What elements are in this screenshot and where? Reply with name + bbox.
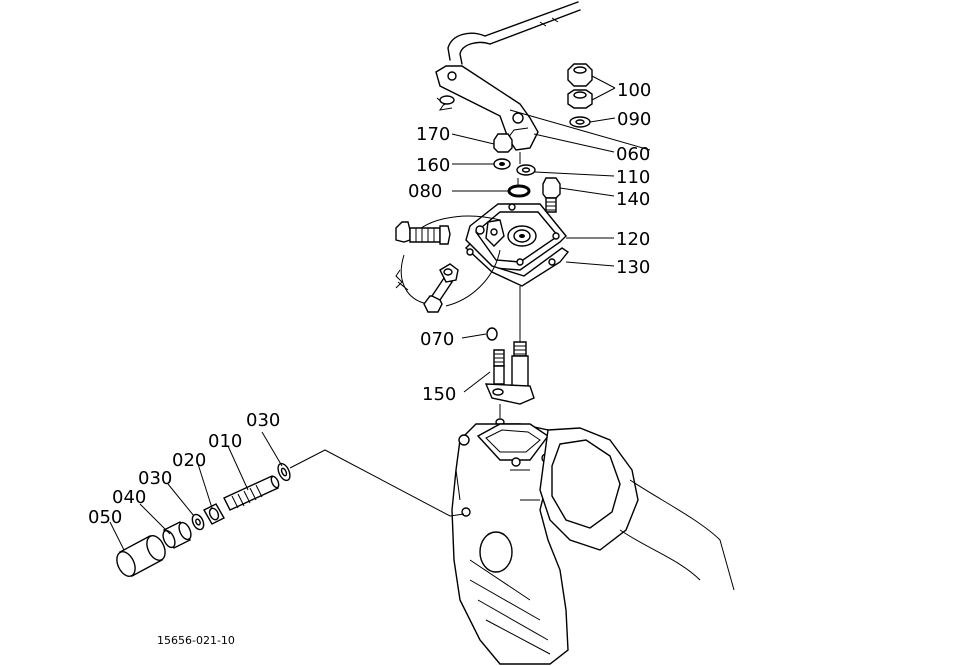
label-part-020: 020 <box>172 450 206 471</box>
label-part-150: 150 <box>422 384 456 405</box>
bolt-left-horizontal <box>395 221 451 245</box>
washer-part-030-upper <box>277 462 291 482</box>
bolt-part-140 <box>542 177 561 213</box>
o-ring-part-080 <box>507 184 531 198</box>
label-part-040: 040 <box>112 487 146 508</box>
label-part-110: 110 <box>616 167 650 188</box>
nut-part-100-lower <box>567 89 593 109</box>
lever-part-060 <box>435 65 539 151</box>
label-part-080: 080 <box>408 181 442 202</box>
nut-part-020 <box>203 503 225 525</box>
nut-part-170 <box>493 133 513 153</box>
label-part-070: 070 <box>420 329 454 350</box>
pin-part-070 <box>486 327 498 341</box>
governor-rod <box>447 1 581 65</box>
label-part-160: 160 <box>416 155 450 176</box>
sleeve-part-040 <box>162 521 192 549</box>
washer-part-110 <box>516 164 536 176</box>
washer-part-090 <box>569 116 591 128</box>
screw-part-010 <box>223 475 280 511</box>
leader-lines <box>109 75 616 551</box>
label-part-010: 010 <box>208 431 242 452</box>
label-part-050: 050 <box>88 507 122 528</box>
cover-plate-part-120 <box>465 203 567 271</box>
gasket-part-130 <box>464 243 570 287</box>
engine-housing <box>451 423 735 665</box>
washer-part-160 <box>493 158 511 170</box>
bracket-part-150 <box>484 286 535 405</box>
bolt-left-diagonal <box>423 263 459 313</box>
drawing-code: 15656-021-10 <box>157 634 235 647</box>
label-part-120: 120 <box>616 229 650 250</box>
label-part-030-upper: 030 <box>246 410 280 431</box>
label-part-170: 170 <box>416 124 450 145</box>
label-part-130: 130 <box>616 257 650 278</box>
cap-part-050 <box>116 535 166 577</box>
label-part-090: 090 <box>617 109 651 130</box>
washer-part-030-lower <box>191 513 205 531</box>
label-part-140: 140 <box>616 189 650 210</box>
nut-part-100-upper <box>567 63 593 87</box>
label-part-100: 100 <box>617 80 651 101</box>
label-part-060: 060 <box>616 144 650 165</box>
label-part-030-lower: 030 <box>138 468 172 489</box>
